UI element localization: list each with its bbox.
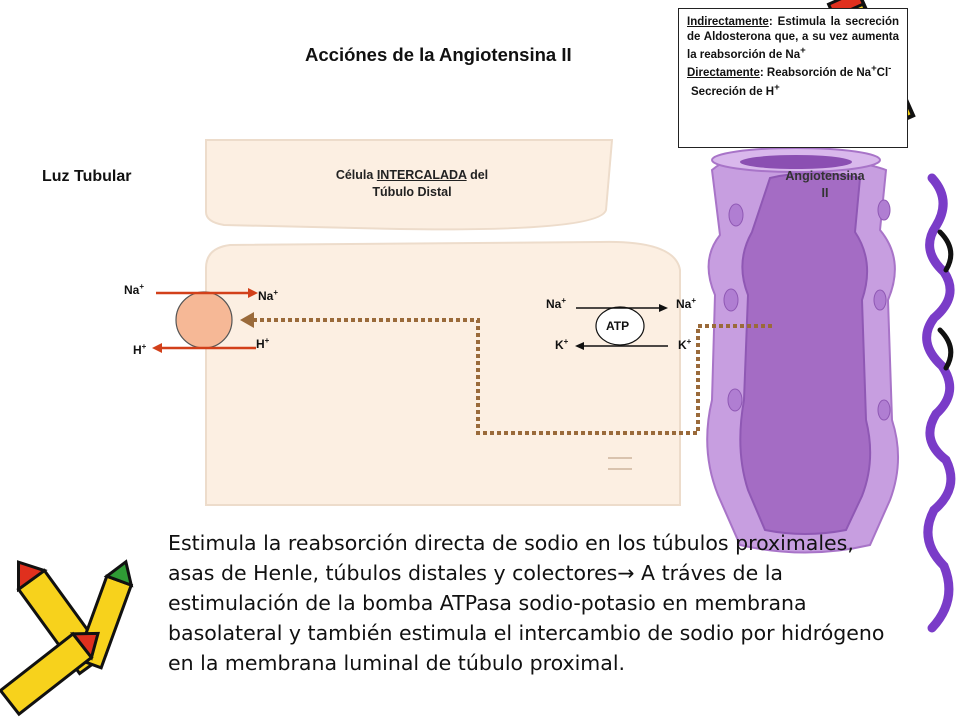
ion-text: K xyxy=(678,338,687,352)
ion-text: Na xyxy=(546,297,562,311)
ion-charge: + xyxy=(273,288,279,297)
indirect-text: : Estimula la secreción de Aldosterona q… xyxy=(687,16,899,61)
ion-charge: + xyxy=(563,337,569,346)
intercalated-cell xyxy=(205,240,681,506)
info-indirect: Indirectamente: Estimula la secreción de… xyxy=(687,15,899,62)
secretion-text: Secreción de H xyxy=(691,85,775,98)
ion-text: K xyxy=(555,338,564,352)
cell-suffix: del xyxy=(466,168,489,182)
ion-k-atpase-in: K+ xyxy=(555,337,568,352)
ion-charge: + xyxy=(561,296,567,305)
na-h-exchanger xyxy=(175,291,233,349)
body-paragraph: Estimula la reabsorción directa de sodio… xyxy=(168,531,885,675)
angiotensin-label: Angiotensina II xyxy=(760,168,890,202)
na-k-atpase xyxy=(595,306,645,346)
ion-h-cell: H+ xyxy=(256,336,269,351)
upper-cell xyxy=(205,139,614,231)
crayons-icon xyxy=(0,559,134,717)
direct-label: Directamente xyxy=(687,67,760,80)
direct-sup1: + xyxy=(871,63,877,75)
ion-text: Na xyxy=(676,297,692,311)
ion-na-cell: Na+ xyxy=(258,288,278,303)
ion-charge: + xyxy=(139,282,145,291)
signal-arrowhead xyxy=(240,312,254,328)
info-direct: Directamente: Reabsorción de Na+Cl- xyxy=(687,62,899,80)
info-secretion: Secreción de H+ xyxy=(687,81,899,99)
indirect-label: Indirectamente xyxy=(687,16,769,28)
ion-charge: + xyxy=(141,342,147,351)
diagram-title: Acciónes de la Angiotensina II xyxy=(305,44,572,65)
indirect-sup: + xyxy=(800,45,806,56)
info-box: Indirectamente: Estimula la secreción de… xyxy=(678,8,908,148)
ion-h-lumen: H+ xyxy=(133,342,146,357)
ion-charge: + xyxy=(686,337,692,346)
angiotensin-line1: Angiotensina xyxy=(785,169,865,183)
ion-text: H xyxy=(256,337,265,351)
cell-underlined: INTERCALADA xyxy=(376,168,467,182)
direct-text: : Reabsorción de Na xyxy=(759,67,872,80)
angiotensin-line2: II xyxy=(821,186,829,200)
lumen-label: Luz Tubular xyxy=(42,168,132,185)
na-out-arrow xyxy=(576,304,668,312)
secretion-sup: + xyxy=(774,81,780,93)
direct-cl: Cl xyxy=(876,67,889,80)
ion-text: Na xyxy=(258,289,274,303)
cell-label-line2: Túbulo Distal xyxy=(372,185,452,199)
ion-charge: + xyxy=(264,336,270,345)
cell-label: Célula INTERCALADA del Túbulo Distal xyxy=(300,167,524,201)
ion-k-atpase-out: K+ xyxy=(678,337,691,352)
h-out-arrow xyxy=(152,343,256,353)
k-in-arrow xyxy=(575,342,668,350)
purple-ribbon-icon xyxy=(922,173,956,633)
ion-text: Na xyxy=(124,283,140,297)
ion-na-atpase-out: Na+ xyxy=(676,296,696,311)
ion-text: H xyxy=(133,343,142,357)
dotted-signal-path xyxy=(254,318,772,435)
atp-label: ATP xyxy=(606,319,630,333)
capillary-vessel xyxy=(706,147,899,554)
purple-ribbon-shadow xyxy=(937,229,954,371)
ion-na-lumen: Na+ xyxy=(124,282,144,297)
cell-label-line1: Célula INTERCALADA del xyxy=(300,167,524,184)
ion-na-atpase-in: Na+ xyxy=(546,296,566,311)
cell-prefix: Célula xyxy=(335,168,377,182)
ion-charge: + xyxy=(691,296,697,305)
na-in-arrow xyxy=(156,288,258,298)
direct-sup2: - xyxy=(888,63,892,75)
